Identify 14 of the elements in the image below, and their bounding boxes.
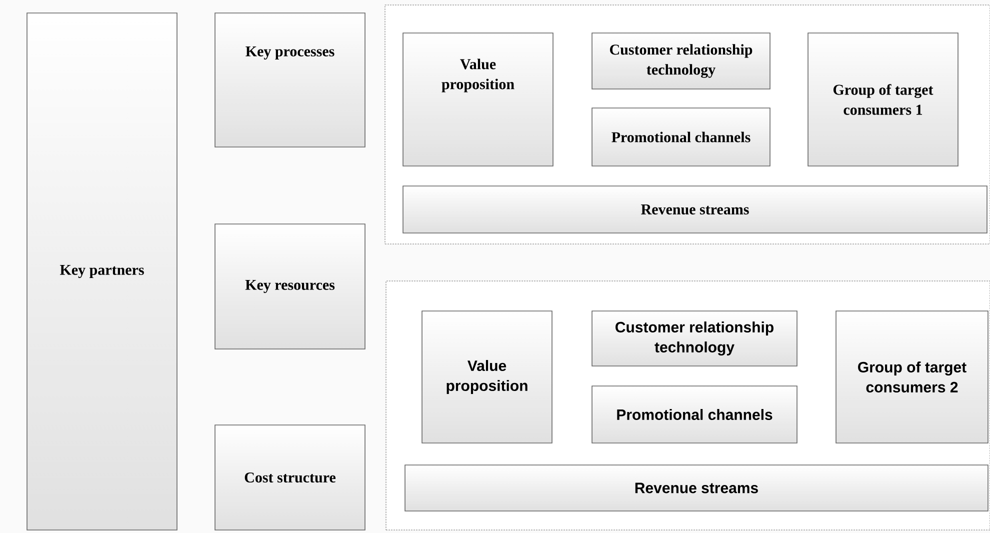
- process-box: Group of target consumers 2: [836, 310, 988, 444]
- process-box: Key partners: [26, 12, 178, 530]
- process-box: Value proposition: [402, 32, 554, 166]
- process-box: Key processes: [214, 12, 366, 148]
- process-box: Promotional channels: [592, 108, 770, 166]
- process-box: Promotional channels: [592, 386, 798, 444]
- process-box: Key resources: [214, 224, 366, 350]
- process-box: Customer relationship technology: [592, 32, 770, 90]
- process-box: Cost structure: [214, 424, 366, 530]
- process-box: Revenue streams: [404, 464, 988, 512]
- process-box: Value proposition: [422, 310, 552, 444]
- process-box: Customer relationship technology: [592, 310, 798, 366]
- process-box: Revenue streams: [402, 186, 988, 234]
- process-box: Group of target consumers 1: [808, 32, 958, 166]
